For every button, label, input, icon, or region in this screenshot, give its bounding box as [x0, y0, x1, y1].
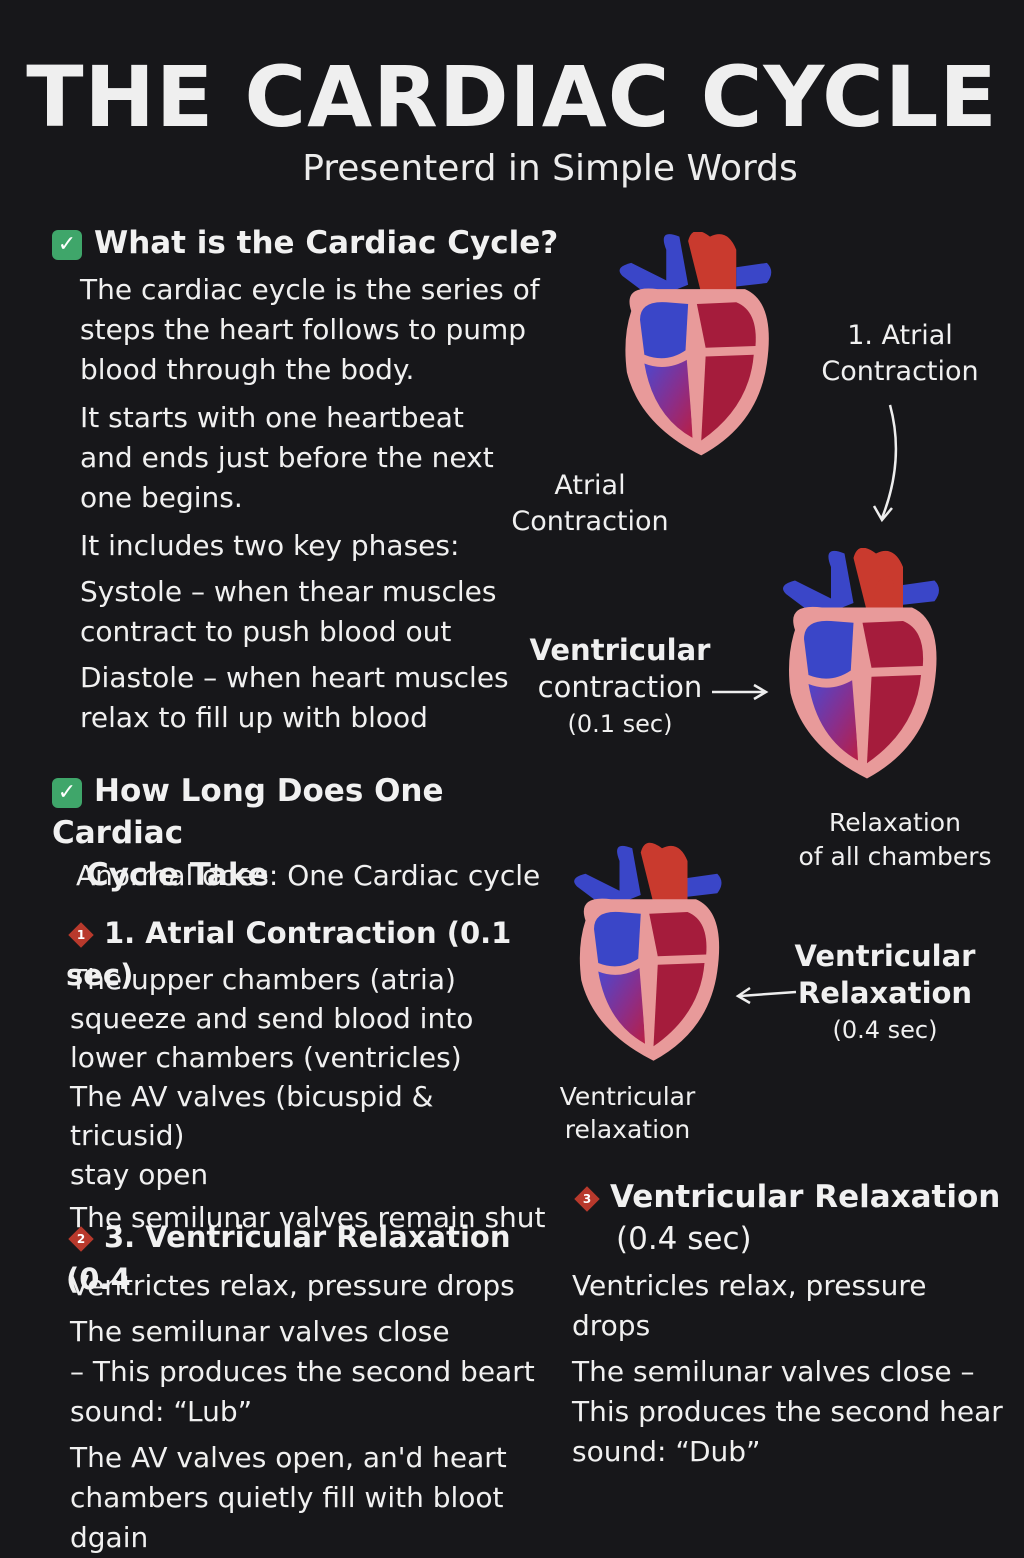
text-line: and ends just before the next — [80, 441, 494, 474]
text-line: – This produces the second beart — [70, 1355, 535, 1388]
text-line: contract to push blood out — [80, 615, 452, 648]
text-line: chambers quietly fill with bloot dgain — [70, 1481, 504, 1554]
label-atrial-contraction: Atrial Contraction — [511, 470, 669, 537]
arrow-right-icon — [712, 683, 769, 701]
phase3-right-title-line1: Ventricular Relaxation — [610, 1179, 1001, 1215]
label-ventricular-contraction: Ventricular contraction (0.1 sec) — [529, 633, 711, 738]
text-line: It includes two key phases: — [80, 529, 460, 562]
text-line: blood through the body. — [80, 353, 415, 386]
text-line: The AV valves open, an'd heart — [70, 1441, 507, 1474]
phase3-right-heading: 3 Ventricular Relaxation (0.4 sec) — [572, 1176, 1012, 1260]
text-line: one begins. — [80, 481, 243, 514]
arrow-down-icon — [872, 404, 898, 523]
phase3-right-title-line2: (0.4 sec) — [616, 1221, 752, 1257]
text-line: It starts with one heartbeat — [80, 401, 464, 434]
phase1-body: The upper chambers (atria) squeeze and s… — [70, 960, 550, 1237]
text-line: relax to fill up with blood — [80, 701, 428, 734]
section-duration-heading-line1: How Long Does One Cardiac — [52, 773, 444, 851]
heart-illustration-1 — [605, 232, 780, 460]
text-line: The semilunar valves close – — [572, 1355, 975, 1388]
text-line: The AV valves (bicuspid & tricusid) — [70, 1080, 434, 1152]
page-subtitle: Presenterd in Simple Words — [302, 148, 798, 189]
text-line: stay open — [70, 1158, 209, 1191]
text-line: lower chambers (ventricles) — [70, 1041, 462, 1074]
check-icon: ✓ — [52, 777, 82, 808]
text-line: This produces the second hear — [572, 1395, 1003, 1428]
text-line: sound: “Dub” — [572, 1435, 761, 1468]
check-icon: ✓ — [52, 229, 82, 260]
text-line: sound: “Lub” — [70, 1395, 253, 1428]
heart-illustration-3 — [560, 842, 730, 1067]
text-line: The upper chambers (atria) — [70, 963, 456, 996]
section-what-heading: ✓ What is the Cardiac Cycle? — [52, 222, 572, 264]
text-line: The semilunar valves remain shut — [70, 1201, 546, 1234]
phase3-left-body: Ventrictes relax, pressure drops The sem… — [70, 1266, 590, 1558]
text-line: Systole – when thear muscles — [80, 575, 497, 608]
marker-icon: 1 — [68, 922, 94, 948]
arrow-left-icon — [735, 986, 797, 1005]
section-duration-intro: Anormal does: One Cardiac cycle — [76, 859, 541, 892]
marker-icon: 2 — [68, 1226, 94, 1252]
heart-illustration-2 — [768, 548, 948, 784]
label-ventricular-relaxation-small: Ventricular relaxation — [559, 1082, 696, 1144]
marker-icon: 3 — [574, 1185, 600, 1212]
section-duration-heading: ✓How Long Does One Cardiac Cycle Take — [52, 770, 572, 896]
section-what-heading-text: What is the Cardiac Cycle? — [94, 225, 559, 261]
section-duration-heading-line2: Cycle Take — [86, 857, 269, 893]
text-line: squeeze and send blood into — [70, 1002, 474, 1035]
text-line: Ventricles relax, pressure drops — [572, 1269, 927, 1342]
text-line: The semilunar valves close — [70, 1315, 450, 1348]
label-atrial-contraction-top: 1. Atrial Contraction — [821, 320, 979, 387]
phase3-right-body: Ventricles relax, pressure drops The sem… — [572, 1266, 1012, 1472]
section-what-body: The cardiac eycle is the series of steps… — [80, 270, 550, 738]
page-title: THE CARDIAC CYCLE — [26, 48, 998, 146]
label-ventricular-relaxation: Ventricular Relaxation (0.4 sec) — [794, 939, 976, 1044]
text-line: steps the heart follows to pump — [80, 313, 527, 346]
text-line: Ventrictes relax, pressure drops — [70, 1269, 515, 1302]
phase1-title: 1. Atrial Contraction (0.1 sec) — [66, 916, 512, 992]
label-relaxation-all-chambers: Relaxation of all chambers — [798, 808, 992, 871]
text-line: Diastole – when heart muscles — [80, 661, 509, 694]
phase3-left-title: 3. Ventricular Relaxation (0.4 — [66, 1220, 511, 1296]
text-line: The cardiac eycle is the series of — [80, 273, 540, 306]
